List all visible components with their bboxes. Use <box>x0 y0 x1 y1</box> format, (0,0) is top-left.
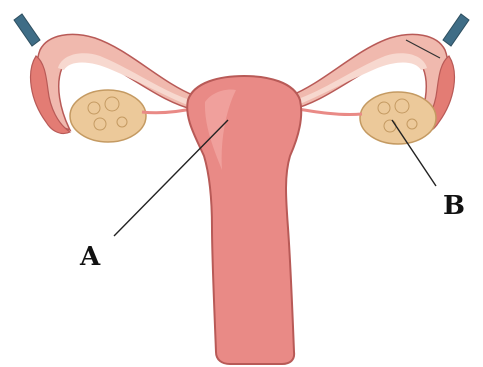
left-ovary <box>70 90 146 142</box>
left-tube-end <box>14 14 40 46</box>
label-a: A <box>79 242 101 272</box>
uterus <box>187 76 301 364</box>
right-ovary <box>360 92 436 144</box>
right-ovarian-ligament <box>292 108 362 115</box>
label-b: B <box>443 191 465 221</box>
right-tube-end <box>443 14 469 46</box>
